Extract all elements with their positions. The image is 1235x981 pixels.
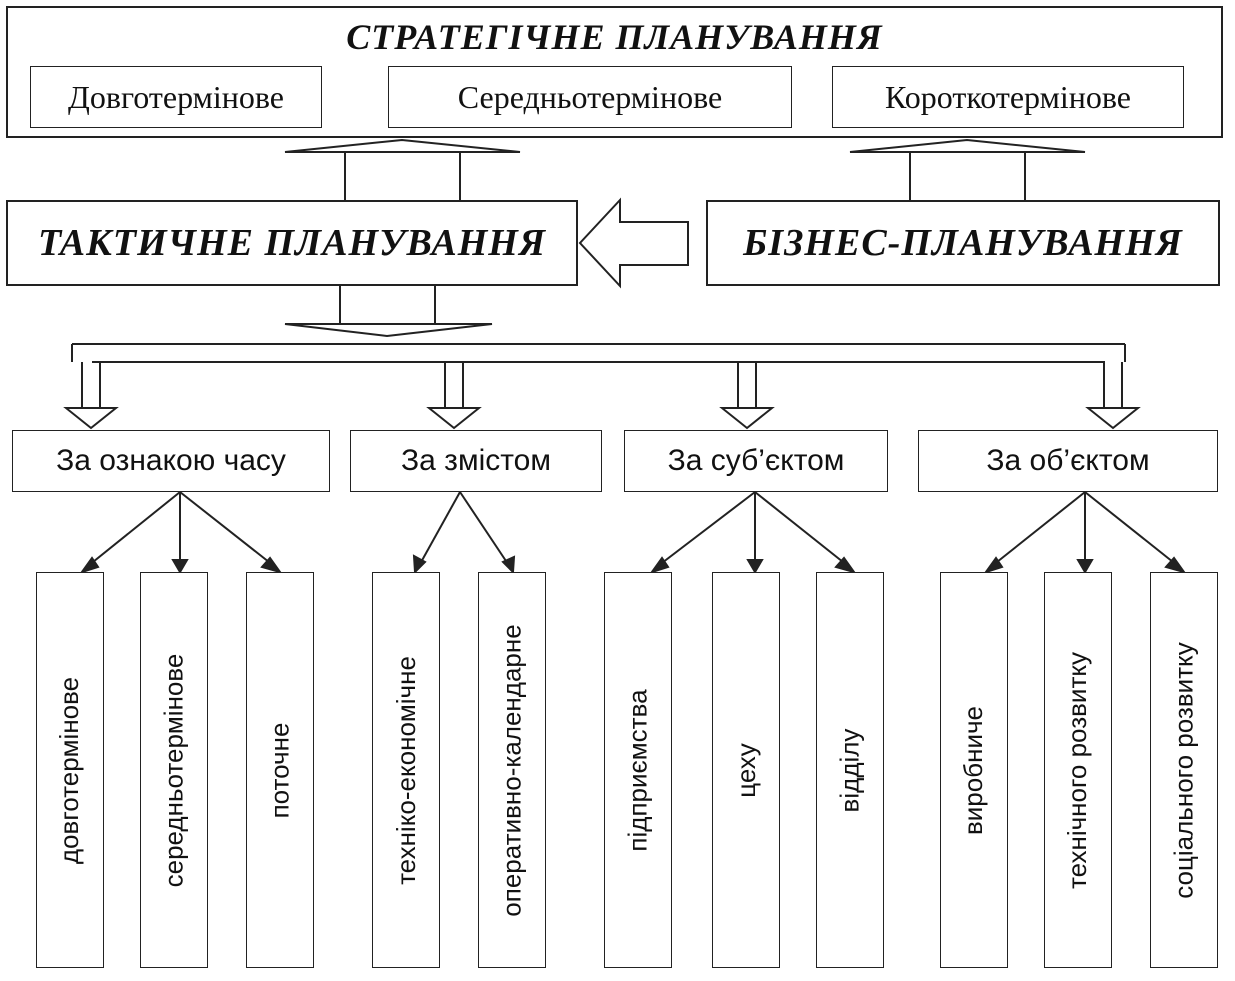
arrowhead [834,556,857,574]
arrowhead [1076,559,1094,574]
category-by-subject-label: За суб’єктом [667,444,845,477]
leaf-content-technical-economic: техніко-економічне [372,572,440,968]
leaf-content-technical-economic-label: техніко-економічне [390,655,421,885]
strategic-item-short-term: Короткотермінове [832,66,1184,128]
leaf-content-operational-calendar: оперативно-календарне [478,572,546,968]
leaf-content-operational-calendar-label: оперативно-календарне [496,623,527,917]
down-arrow-category-1 [63,362,119,430]
strategic-planning-title: СТРАТЕГІЧНЕ ПЛАНУВАННЯ [346,17,883,57]
leaf-subject-workshop-label: цеху [730,742,761,798]
leaf-object-social-development-label: соціального розвитку [1168,641,1199,899]
business-to-strategic-arrowhead [849,138,1086,153]
leaf-time-mid-term-label: середньотермінове [158,653,189,887]
arrowhead [412,554,427,575]
tactical-planning-box: ТАКТИЧНЕ ПЛАНУВАННЯ [6,200,578,286]
arrowhead [746,559,764,574]
leaf-object-production: виробниче [940,572,1008,968]
leaf-time-current: поточне [246,572,314,968]
strategic-item-long-term: Довготермінове [30,66,322,128]
leaf-subject-workshop: цеху [712,572,780,968]
arrowhead [1164,556,1187,574]
leaf-subject-enterprise-label: підприємства [622,688,653,852]
category-by-time-label: За ознакою часу [56,444,286,477]
arrowhead [260,556,283,574]
strategic-item-mid-term-label: Середньотермінове [457,78,723,115]
leaf-subject-department: відділу [816,572,884,968]
leaf-object-production-label: виробниче [958,705,989,835]
business-to-tactical-block-arrow [578,197,689,289]
leaf-subject-enterprise: підприємства [604,572,672,968]
tactical-planning-title: ТАКТИЧНЕ ПЛАНУВАННЯ [37,222,547,264]
leaf-time-current-label: поточне [264,722,295,818]
leaf-time-mid-term: середньотермінове [140,572,208,968]
business-planning-title: БІЗНЕС-ПЛАНУВАННЯ [743,222,1183,264]
leaf-object-technical-development: технічного розвитку [1044,572,1112,968]
arrowhead [501,555,516,575]
category-by-object: За об’єктом [918,430,1218,492]
leaf-subject-department-label: відділу [834,728,865,812]
category-by-subject: За суб’єктом [624,430,888,492]
category-by-time: За ознакою часу [12,430,330,492]
down-arrow-category-4 [1085,362,1141,430]
category-by-content-label: За змістом [401,444,551,477]
arrowhead [983,556,1004,574]
strategic-item-long-term-label: Довготермінове [68,78,284,115]
down-arrow-category-3 [719,362,775,430]
down-arrow-category-2 [426,362,482,430]
category-by-object-label: За об’єктом [986,444,1150,477]
strategic-item-short-term-label: Короткотермінове [885,78,1131,115]
tactical-down-arrowhead [284,323,493,338]
category-by-content: За змістом [350,430,602,492]
arrowhead [171,559,189,574]
tactical-to-strategic-arrowhead [284,138,521,153]
leaf-time-long-term: довготермінове [36,572,104,968]
arrowhead [649,556,670,574]
leaf-object-social-development: соціального розвитку [1150,572,1218,968]
leaf-time-long-term-label: довготермінове [54,676,85,864]
strategic-item-mid-term: Середньотермінове [388,66,792,128]
arrowhead [79,556,100,574]
leaf-object-technical-development-label: технічного розвитку [1062,651,1093,889]
business-planning-box: БІЗНЕС-ПЛАНУВАННЯ [706,200,1220,286]
